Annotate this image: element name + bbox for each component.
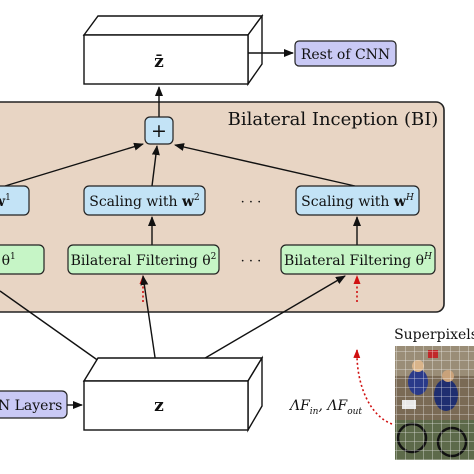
scaling-h-sup: H — [405, 193, 414, 203]
filtering-1-sup: 1 — [10, 252, 16, 262]
svg-text:Bilateral Filtering θ2: Bilateral Filtering θ2 — [71, 252, 217, 269]
svg-text:g θ1: g θ1 — [0, 252, 16, 269]
filter-to-scaling-arrows — [148, 216, 361, 245]
svg-text:Scaling with wH: Scaling with wH — [301, 193, 414, 210]
cnn-layers-node: NN Layers — [0, 390, 83, 419]
filtering-2-sup: 2 — [211, 252, 217, 262]
filtering-box-2: Bilateral Filtering θ2 — [67, 244, 220, 275]
plus-symbol: + — [151, 120, 167, 142]
superpixel-image — [395, 346, 474, 460]
filtering-h-sup: H — [423, 252, 432, 262]
z-box: z — [82, 355, 264, 433]
svg-text:Bilateral Filtering θH: Bilateral Filtering θH — [284, 252, 432, 269]
filtering-box-1: g θ1 — [0, 244, 45, 275]
zbar-box: z̄ — [82, 13, 264, 87]
scaling-h-text: Scaling with — [301, 194, 394, 210]
filtering-2-text: Bilateral Filtering θ — [71, 253, 211, 269]
scaling-1-weight: w — [0, 194, 6, 210]
scaling-2-text: Scaling with — [89, 194, 182, 210]
svg-text:w1: w1 — [0, 193, 11, 210]
scaling-1-sup: 1 — [5, 193, 11, 203]
filtering-box-h: Bilateral Filtering θH — [280, 244, 436, 275]
scaling-2-weight: w — [181, 194, 195, 210]
features-out-sub: out — [347, 407, 362, 417]
scaling-box-1: w1 — [0, 185, 30, 216]
ellipsis-bottom: · · · — [241, 254, 262, 269]
svg-text:ΛFin, ΛFout: ΛFin, ΛFout — [288, 398, 362, 417]
bi-title: Bilateral Inception (BI) — [228, 109, 439, 130]
scaling-box-2: Scaling with w2 — [83, 185, 206, 216]
features-separator: , ΛF — [318, 398, 348, 414]
scaling-box-h: Scaling with wH — [295, 185, 420, 216]
scaling-h-weight: w — [393, 194, 407, 210]
svg-text:Scaling with w2: Scaling with w2 — [89, 193, 200, 210]
rest-of-cnn-node: Rest of CNN — [248, 40, 397, 67]
sum-node: + — [144, 86, 174, 145]
zbar-label: z̄ — [154, 52, 164, 72]
scaling-2-sup: 2 — [194, 193, 200, 203]
superpixels-label: Superpixels — [394, 327, 474, 343]
ellipsis-top: · · · — [241, 195, 262, 210]
features-lambda-in: ΛF — [288, 398, 311, 414]
z-label: z — [154, 396, 164, 416]
filtering-h-text: Bilateral Filtering θ — [284, 253, 424, 269]
features-in-sub: in — [310, 407, 319, 417]
cnn-layers-label: NN Layers — [0, 398, 62, 414]
scaling-to-sum-arrows — [4, 142, 356, 187]
rest-of-cnn-label: Rest of CNN — [301, 47, 390, 63]
filtering-1-text: g θ — [0, 253, 10, 269]
